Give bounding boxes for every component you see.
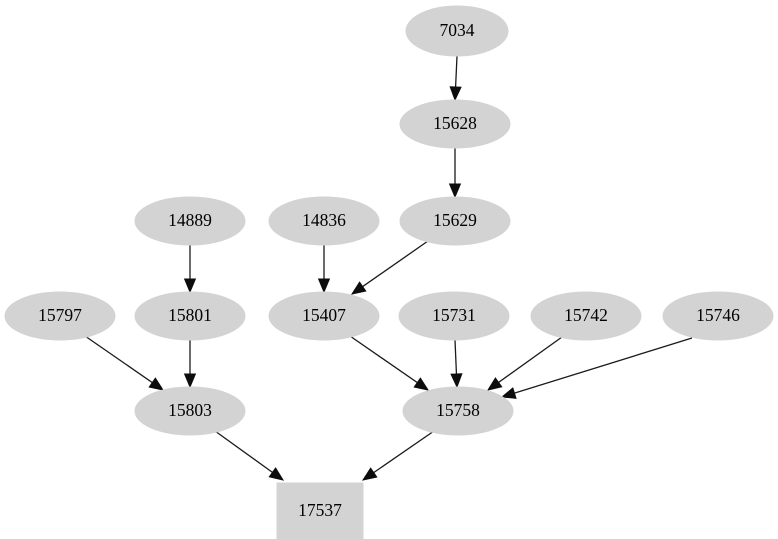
graph-node[interactable]: 17537: [276, 482, 364, 539]
node-box-shape[interactable]: [276, 482, 364, 539]
graph-node[interactable]: 15758: [402, 386, 514, 436]
graph-node[interactable]: 14889: [134, 196, 246, 246]
graph-node[interactable]: 15797: [4, 291, 116, 341]
node-ellipse-shape[interactable]: [530, 291, 642, 341]
graph-node[interactable]: 15629: [399, 196, 511, 246]
node-ellipse-shape[interactable]: [399, 196, 511, 246]
edge-arrowhead-icon: [268, 467, 285, 481]
graph-node[interactable]: 14836: [268, 196, 380, 246]
edge-line: [514, 337, 693, 394]
graph-node[interactable]: 15407: [268, 291, 380, 341]
graph-edge: [350, 240, 429, 295]
edge-line: [349, 335, 418, 384]
node-ellipse-shape[interactable]: [662, 291, 774, 341]
node-ellipse-shape[interactable]: [268, 196, 380, 246]
graph-edge: [449, 55, 462, 102]
graph-edge: [448, 148, 462, 199]
graph-edge: [349, 335, 430, 391]
node-ellipse-shape[interactable]: [402, 386, 514, 436]
nodes-layer: 7034 15628 14889 14836 15629 15797 15801 15407 1…: [4, 5, 774, 539]
edge-arrowhead-icon: [448, 183, 462, 199]
graph-edge: [183, 245, 197, 294]
edge-arrowhead-icon: [361, 467, 378, 481]
graph-edge: [317, 245, 331, 294]
edge-line: [454, 339, 458, 375]
node-ellipse-shape[interactable]: [398, 291, 510, 341]
edge-arrowhead-icon: [183, 278, 197, 294]
node-ellipse-shape[interactable]: [399, 99, 511, 149]
graph-edge: [486, 336, 563, 391]
graph-node[interactable]: 15628: [399, 99, 511, 149]
graph-edge: [183, 340, 197, 389]
edge-arrowhead-icon: [449, 86, 462, 102]
graph-node[interactable]: 7034: [405, 5, 509, 57]
edge-arrowhead-icon: [317, 278, 331, 294]
graph-node[interactable]: 15731: [398, 291, 510, 341]
edge-arrowhead-icon: [183, 373, 197, 389]
node-ellipse-shape[interactable]: [134, 386, 246, 436]
edge-line: [498, 336, 563, 383]
node-ellipse-shape[interactable]: [268, 291, 380, 341]
node-ellipse-shape[interactable]: [4, 291, 116, 341]
edge-arrowhead-icon: [450, 373, 463, 389]
graph-node[interactable]: 15742: [530, 291, 642, 341]
edge-line: [362, 240, 429, 288]
edge-arrowhead-icon: [486, 377, 503, 391]
edge-line: [84, 335, 153, 384]
edge-arrowhead-icon: [148, 377, 165, 391]
graph-edge: [214, 430, 285, 481]
edge-arrowhead-icon: [413, 377, 430, 391]
edge-line: [454, 55, 458, 88]
edge-line: [373, 430, 435, 474]
graph-edge: [84, 335, 165, 391]
graph-node[interactable]: 15803: [134, 386, 246, 436]
edge-line: [214, 430, 273, 473]
node-ellipse-shape[interactable]: [405, 5, 509, 57]
edge-arrowhead-icon: [350, 281, 367, 295]
graph-edge: [500, 337, 693, 399]
graph-edge: [450, 339, 463, 389]
node-ellipse-shape[interactable]: [134, 291, 246, 341]
graph-node[interactable]: 15801: [134, 291, 246, 341]
node-ellipse-shape[interactable]: [134, 196, 246, 246]
graph-node[interactable]: 15746: [662, 291, 774, 341]
graph-edge: [361, 430, 435, 481]
edges-layer: [84, 55, 693, 481]
edge-arrowhead-icon: [500, 387, 517, 399]
